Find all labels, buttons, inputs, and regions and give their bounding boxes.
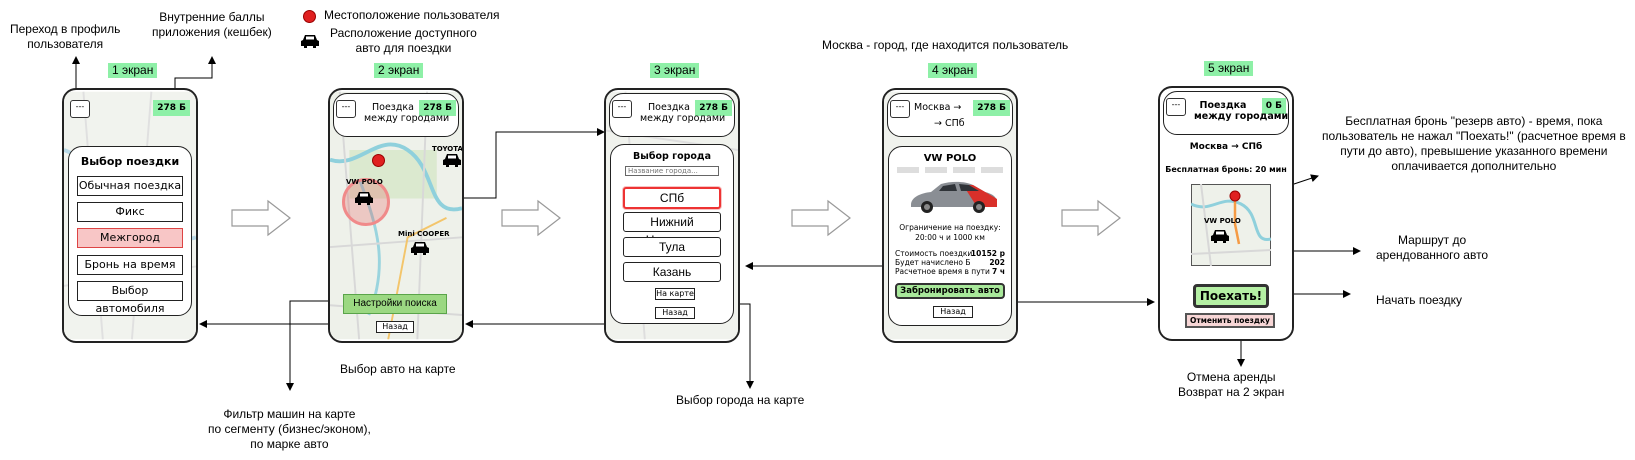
row-label: Стоимость поездки xyxy=(895,249,973,258)
row-label: Расчетное время в пути xyxy=(895,267,990,276)
route-text: Москва → СПб xyxy=(1189,142,1263,152)
car-feature-chips xyxy=(897,167,1003,173)
limit-value: 20:00 ч и 1000 км xyxy=(915,233,985,242)
panel-title: Выбор поездки xyxy=(80,155,180,168)
car-icon[interactable] xyxy=(410,240,430,261)
transition-arrow-4 xyxy=(1061,199,1121,237)
points-earned-row: Будет начислено Б 202 xyxy=(895,258,1005,267)
user-location-dot xyxy=(372,154,385,167)
menu-button[interactable]: --- xyxy=(336,100,356,118)
option-regular-trip[interactable]: Обычная поездка xyxy=(77,176,183,196)
annotation-filter: Фильтр машин на карте по сегменту (бизне… xyxy=(208,407,371,451)
points-badge[interactable]: 278 Б xyxy=(153,100,190,116)
route-from: Москва → xyxy=(914,102,962,113)
city-panel: Выбор города СПб Нижний Новгород Тула Ка… xyxy=(610,144,734,324)
header-title: Поездка между городами xyxy=(1194,100,1288,122)
car-photo xyxy=(911,181,997,213)
points-badge[interactable]: 278 Б xyxy=(419,100,456,116)
trip-choice-panel: Выбор поездки Обычная поездка Фикс Межго… xyxy=(68,146,192,316)
city-option-nizhny[interactable]: Нижний Новгород xyxy=(623,212,721,247)
screen-1-label: 1 экран xyxy=(108,63,158,78)
screen-2-label: 2 экран xyxy=(374,63,424,78)
screen-4-label: 4 экран xyxy=(928,63,978,78)
option-booking-time[interactable]: Бронь на время xyxy=(77,255,183,275)
screen-5: --- 0 Б Поездка между городами Москва → … xyxy=(1158,86,1294,341)
car-details-panel: VW POLO Ограничение на поездку: 20:00 ч … xyxy=(888,146,1012,326)
screen-5-label: 5 экран xyxy=(1204,61,1254,76)
on-map-button[interactable]: На карте xyxy=(655,288,695,300)
car-label-vw: VW POLO xyxy=(346,178,383,186)
car-label-toyota: TOYOTA xyxy=(432,145,463,153)
row-label: Будет начислено Б xyxy=(895,258,971,267)
points-badge[interactable]: 278 Б xyxy=(973,100,1010,116)
menu-button[interactable]: --- xyxy=(890,100,910,118)
free-booking-text: Бесплатная бронь: 20 мин xyxy=(1165,165,1287,174)
screen-4: --- 278 Б Москва → → СПб VW POLO Огранич… xyxy=(882,88,1018,343)
option-intercity[interactable]: Межгород xyxy=(77,228,183,248)
back-button[interactable]: Назад xyxy=(655,307,695,319)
screen-2: --- 278 Б Поездка между городами VW POLO… xyxy=(328,88,464,343)
points-badge[interactable]: 0 Б xyxy=(1261,98,1286,114)
transition-arrow-3 xyxy=(791,199,851,237)
row-value: 7 ч xyxy=(992,267,1005,276)
transition-arrow-1 xyxy=(231,199,291,237)
header-title: Поездка между городами xyxy=(364,102,449,124)
points-badge[interactable]: 278 Б xyxy=(695,100,732,116)
annotation-free-booking: Бесплатная бронь "резерв авто) - время, … xyxy=(1322,114,1626,173)
option-fix[interactable]: Фикс xyxy=(77,202,183,222)
car-label: VW POLO xyxy=(1204,217,1241,225)
go-button[interactable]: Поехать! xyxy=(1193,284,1269,308)
car-title: VW POLO xyxy=(923,153,977,164)
transition-arrow-2 xyxy=(501,199,561,237)
menu-button[interactable]: --- xyxy=(70,100,90,118)
city-option-kazan[interactable]: Казань xyxy=(623,262,721,282)
book-car-button[interactable]: Забронировать авто xyxy=(895,283,1005,299)
route-map xyxy=(1191,184,1271,266)
panel-title: Выбор города xyxy=(633,151,711,162)
menu-button[interactable]: --- xyxy=(612,100,632,118)
annotation-moscow: Москва - город, где находится пользовате… xyxy=(822,38,1069,52)
cancel-trip-button[interactable]: Отменить поездку xyxy=(1185,313,1275,328)
limit-label: Ограничение на поездку: xyxy=(899,223,1001,232)
header-title: Поездка между городами xyxy=(640,102,725,124)
screen-1: --- 278 Б Выбор поездки Обычная поездка … xyxy=(62,88,198,343)
car-icon[interactable] xyxy=(354,190,374,211)
screen-3-label: 3 экран xyxy=(650,63,700,78)
annotation-start-trip: Начать поездку xyxy=(1376,293,1463,307)
car-icon[interactable] xyxy=(442,152,462,173)
annotation-cancel-rent: Отмена аренды Возврат на 2 экран xyxy=(1178,370,1285,399)
legend-user-dot xyxy=(303,10,316,23)
legend-user-location: Местоположение пользователя xyxy=(324,8,500,22)
menu-button[interactable]: --- xyxy=(1166,98,1186,116)
annotation-select-car-map: Выбор авто на карте xyxy=(340,362,456,376)
back-button[interactable]: Назад xyxy=(376,321,414,333)
annotation-select-city-map: Выбор города на карте xyxy=(676,393,805,407)
legend-available-car: Расположение доступного авто для поездки xyxy=(330,26,477,55)
route-to: → СПб xyxy=(934,118,965,129)
car-icon xyxy=(300,33,320,54)
city-search-input[interactable] xyxy=(625,166,719,176)
city-option-tula[interactable]: Тула xyxy=(623,237,721,257)
annotation-points: Внутренние баллы приложения (кешбек) xyxy=(152,10,272,39)
annotation-route: Маршрут до арендованного авто xyxy=(1376,233,1489,262)
search-settings-button[interactable]: Настройки поиска xyxy=(343,294,447,314)
annotation-profile: Переход в профиль пользователя xyxy=(10,22,121,51)
screen-3: --- 278 Б Поездка между городами Выбор г… xyxy=(604,88,740,343)
car-icon xyxy=(1210,228,1230,249)
city-option-spb[interactable]: СПб xyxy=(623,187,721,209)
option-choose-car[interactable]: Выбор автомобиля xyxy=(77,281,183,315)
row-value: 10152 р xyxy=(970,249,1005,258)
row-value: 202 xyxy=(989,258,1005,267)
back-button[interactable]: Назад xyxy=(933,306,973,318)
car-label-mini: Mini COOPER xyxy=(398,230,450,238)
